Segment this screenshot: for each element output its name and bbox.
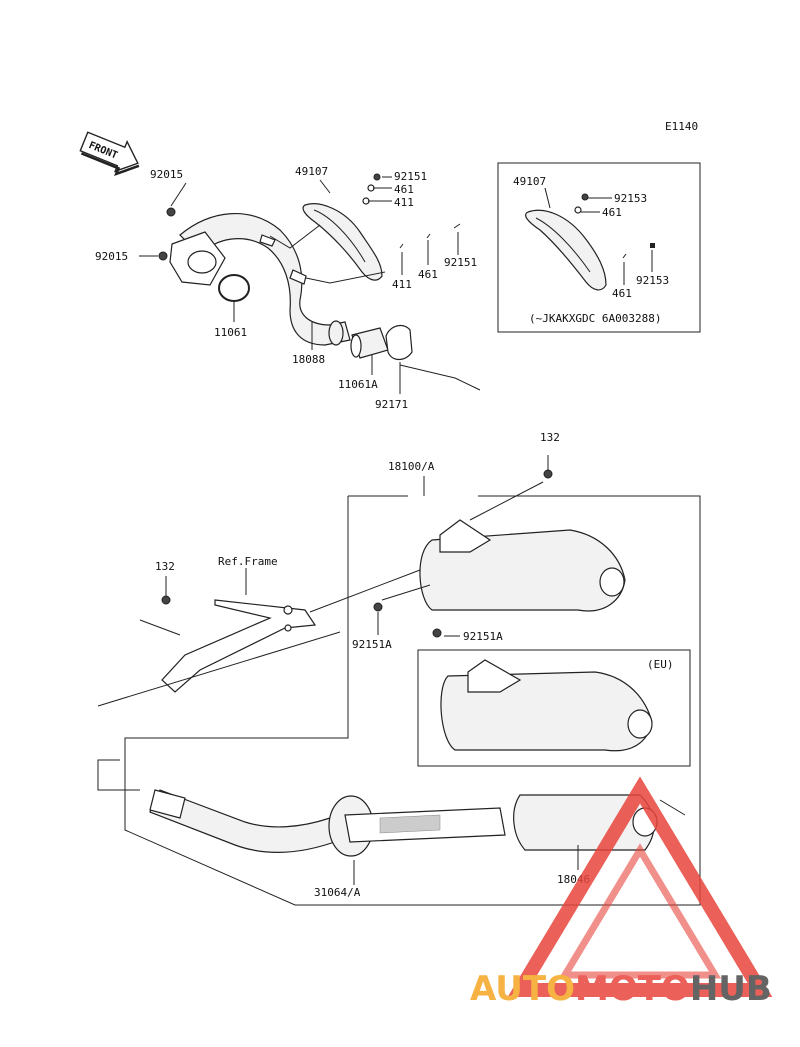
label-92015-a: 92015 [150, 168, 183, 181]
label-ref-frame: Ref.Frame [218, 555, 278, 568]
label-18088: 18088 [292, 353, 325, 366]
label-18100A: 18100/A [388, 460, 435, 473]
diagram-id: E1140 [665, 120, 698, 133]
muffler-assembly-group: (EU) 132 18100/A 132 Ref.Frame 92151A 92… [97, 431, 701, 906]
label-92151A-left: 92151A [352, 638, 392, 651]
label-92171: 92171 [375, 398, 408, 411]
brand-moto: MOTO [575, 969, 690, 1009]
label-132-right: 132 [540, 431, 560, 444]
heat-guard-variant-inset: 49107 92153 461 461 92153 (~JKAKXGDC 6A0… [497, 162, 701, 333]
brand-auto: AUTO [470, 969, 575, 1009]
inset-label-92153-top: 92153 [614, 192, 647, 205]
label-411-top: 411 [394, 196, 414, 209]
label-11061A: 11061A [338, 378, 378, 391]
label-461-top: 461 [394, 183, 414, 196]
label-11061: 11061 [214, 326, 247, 339]
inset-label-49107: 49107 [513, 175, 546, 188]
inset-label-461-top: 461 [602, 206, 622, 219]
label-461-mid: 461 [418, 268, 438, 281]
label-132-left: 132 [155, 560, 175, 573]
inset-label-92153-bot: 92153 [636, 274, 669, 287]
label-92151-mid: 92151 [444, 256, 477, 269]
label-92015-b: 92015 [95, 250, 128, 263]
label-92151-top: 92151 [394, 170, 427, 183]
label-49107: 49107 [295, 165, 328, 178]
brand-hub: HUB [690, 969, 772, 1009]
inset-label-461-bot: 461 [612, 287, 632, 300]
label-411-mid: 411 [392, 278, 412, 291]
front-arrow-icon: FRONT [79, 131, 140, 177]
eu-note: (EU) [647, 658, 674, 671]
gasket-11061 [218, 274, 250, 302]
exhaust-header-group: 92015 92015 49107 92151 461 411 411 461 … [95, 165, 481, 411]
automotohub-logo: AUTOMOTOHUB [470, 776, 773, 1009]
label-31064A: 31064/A [314, 886, 361, 899]
label-92151A-right: 92151A [463, 630, 503, 643]
svg-text:AUTOMOTOHUB: AUTOMOTOHUB [470, 969, 772, 1009]
inset-note: (~JKAKXGDC 6A003288) [529, 312, 661, 325]
